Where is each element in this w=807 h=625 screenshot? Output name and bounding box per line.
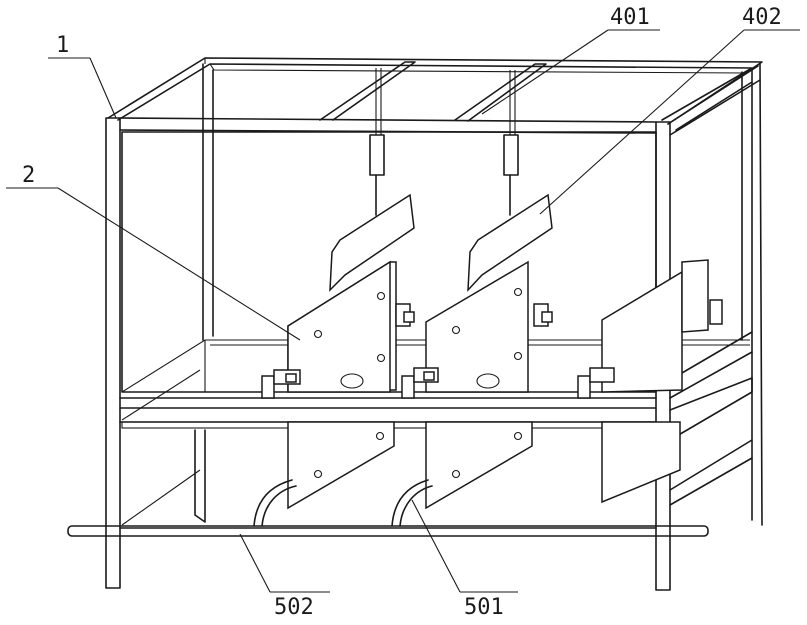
spray-pipes — [253, 479, 433, 527]
plate-left — [287, 260, 415, 393]
plate-right — [601, 259, 723, 393]
plate-middle — [425, 260, 553, 393]
label-501: 501 — [464, 595, 504, 620]
label-401: 401 — [610, 5, 650, 30]
lower-plates — [287, 421, 681, 510]
support-rod — [67, 525, 709, 537]
label-502: 502 — [274, 595, 314, 620]
cylinder-assembly-b — [467, 70, 553, 293]
callouts: 1 2 401 402 502 501 — [6, 5, 800, 620]
clamps — [261, 367, 615, 399]
label-1: 1 — [56, 33, 69, 58]
label-2: 2 — [22, 163, 35, 188]
cylinder-assembly-a — [329, 68, 415, 292]
top-frame — [107, 57, 763, 526]
label-402: 402 — [742, 5, 782, 30]
